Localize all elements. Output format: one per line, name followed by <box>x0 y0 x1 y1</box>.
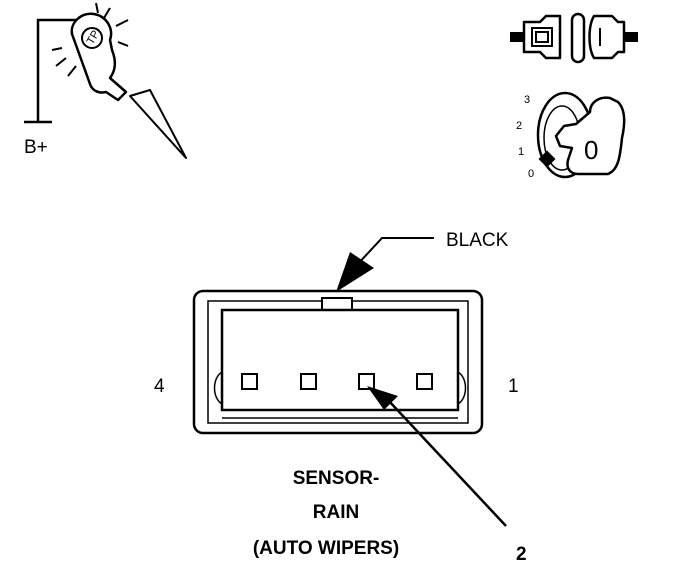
pin-label-left: 4 <box>154 376 165 397</box>
pin-callout-number: 2 <box>516 544 527 565</box>
connector-latch <box>321 297 353 311</box>
ignition-position-1: 1 <box>518 146 524 158</box>
ignition-key-label: 0 <box>584 135 598 165</box>
ignition-position-0: 0 <box>528 168 534 180</box>
connector-name-line-3: (AUTO WIPERS) <box>253 538 399 559</box>
disconnect-connector-icon <box>510 12 638 64</box>
pin-callout: 2 <box>367 386 527 565</box>
probe-body <box>70 12 128 102</box>
ignition-key-icon: 3 2 1 0 0 <box>516 91 626 180</box>
ignition-position-3: 3 <box>524 94 530 106</box>
connector-color-label: BLACK <box>446 230 509 251</box>
probe-tip <box>129 89 187 159</box>
test-probe-icon: B+ TP <box>24 2 187 159</box>
ignition-position-2: 2 <box>516 120 522 132</box>
pin-cavity-2 <box>358 373 375 390</box>
connector-name-line-1: SENSOR- <box>293 468 380 489</box>
connector-face: 4 1 <box>154 289 519 435</box>
probe-lens <box>81 27 103 49</box>
ground-wire <box>36 18 80 122</box>
connector-name: SENSOR- RAIN (AUTO WIPERS) <box>253 468 399 559</box>
light-rays <box>51 2 129 77</box>
color-callout: BLACK <box>336 230 509 292</box>
battery-label: B+ <box>24 137 48 158</box>
connector-name-line-2: RAIN <box>313 502 359 523</box>
connector-body <box>220 308 460 412</box>
pin-cavity-3 <box>300 373 317 390</box>
pin-label-right: 1 <box>508 376 519 397</box>
pin-cavity-1 <box>416 373 433 390</box>
pin-cavity-4 <box>241 373 258 390</box>
